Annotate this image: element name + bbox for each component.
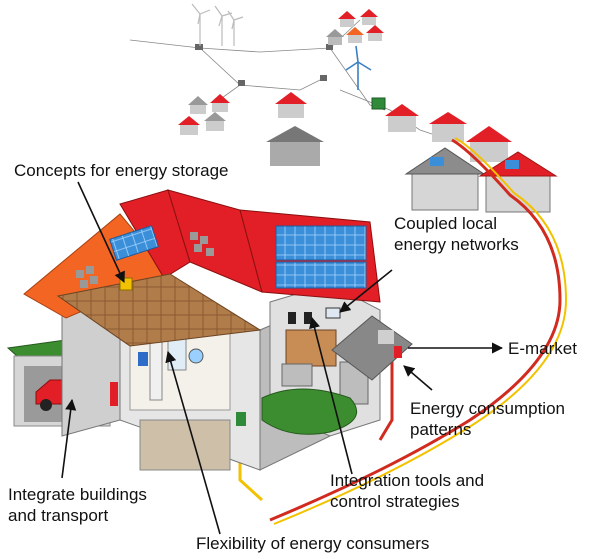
label-coupled-networks-line2: energy networks [394, 235, 519, 254]
meter-icon [288, 307, 341, 324]
label-flexibility: Flexibility of energy consumers [196, 534, 430, 553]
distant-houses [178, 9, 512, 166]
label-integration-tools-line2: control strategies [330, 492, 460, 511]
label-integrate-buildings: Integrate buildings and transport [8, 484, 147, 526]
battery-icon [76, 232, 214, 291]
label-energy-storage: Concepts for energy storage [14, 161, 229, 180]
wind-turbine-icon [191, 3, 372, 90]
label-coupled-networks: Coupled local energy networks [394, 213, 519, 255]
label-energy-consumption-line2: patterns [410, 420, 472, 439]
main-house [6, 189, 413, 471]
house-icon [404, 147, 558, 213]
label-energy-consumption-line1: Energy consumption [410, 399, 565, 418]
label-integration-tools: Integration tools and control strategies [330, 470, 484, 512]
label-integrate-buildings-line1: Integrate buildings [8, 485, 147, 504]
label-emarket: E-market [508, 339, 577, 358]
solar-panel-icon [109, 225, 367, 289]
label-integration-tools-line1: Integration tools and [330, 471, 485, 490]
label-integrate-buildings-line2: and transport [8, 506, 109, 525]
callout-arrows [61, 181, 504, 535]
label-energy-consumption: Energy consumption patterns [410, 398, 565, 440]
label-coupled-networks-line1: Coupled local [394, 214, 498, 233]
